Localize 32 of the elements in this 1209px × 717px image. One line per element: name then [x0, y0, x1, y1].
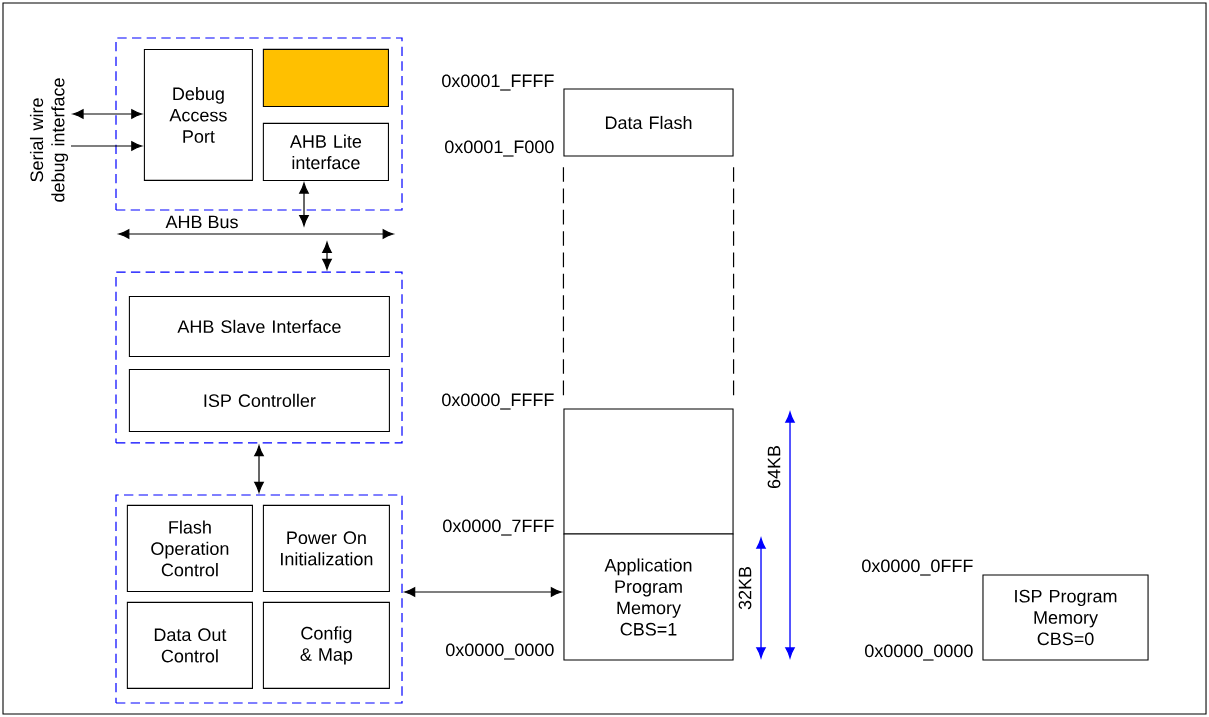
- arrow: [72, 109, 143, 119]
- arrow: [404, 587, 562, 597]
- address-label: 0x0000_7FFF: [443, 519, 554, 536]
- arrow: [322, 241, 332, 270]
- size-label: 64KB: [767, 445, 781, 489]
- arrow: [70, 141, 143, 151]
- block-box: Config & Map: [262, 601, 390, 689]
- interface-label: Serial wire debug interface: [29, 78, 69, 202]
- address-label: 0x0001_F000: [445, 140, 554, 157]
- address-label: 0x0001_FFFF: [442, 74, 554, 91]
- dashed-group-frame: [115, 37, 403, 211]
- block-box: Data Out Control: [126, 601, 253, 689]
- block-box: ISP Program Memory CBS=0: [982, 574, 1149, 661]
- block-box: Debug Access Port: [143, 48, 253, 181]
- block-box: AHB Slave Interface: [128, 295, 390, 357]
- block-box: Data Flash: [563, 88, 734, 157]
- bus-arrow: [118, 229, 394, 239]
- dashed-group-frame: [115, 494, 403, 704]
- bus-label: AHB Bus: [165, 215, 238, 229]
- size-label: 32KB: [738, 566, 752, 610]
- dashed-group-frame: [115, 271, 403, 444]
- address-label: 0x0000_0FFF: [862, 559, 973, 576]
- block-box: [563, 408, 734, 535]
- block-box: Power On Initialization: [262, 504, 390, 592]
- arrow: [254, 445, 264, 493]
- block-box: Flash Operation Control: [126, 504, 253, 592]
- processor-box: [262, 48, 389, 107]
- address-label: 0x0000_FFFF: [442, 393, 554, 410]
- arrow: [299, 182, 309, 227]
- block-box: Application Program Memory CBS=1: [563, 533, 734, 661]
- block-box: AHB Lite interface: [262, 122, 389, 181]
- block-box: ISP Controller: [128, 368, 390, 432]
